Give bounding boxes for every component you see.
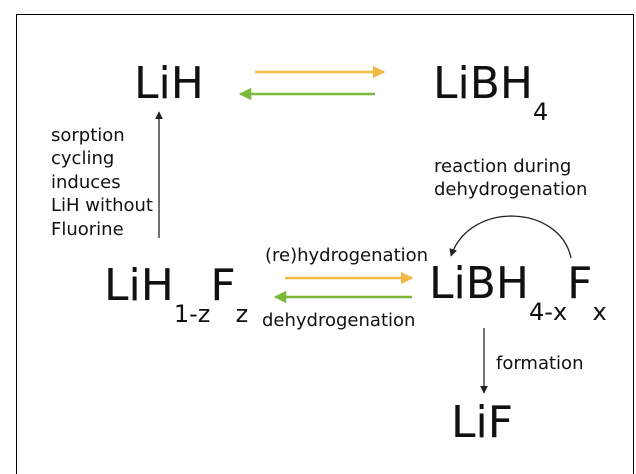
rehydrogenation-label: (re)hydrogenation (265, 245, 429, 266)
species-libh-f: LiBH4-xFx (429, 258, 607, 326)
species-lih: LiH (134, 58, 204, 109)
species-lih-f: LiH1-zFz (104, 260, 249, 328)
sorption-cycling-label: sorption cycling induces LiH without Flu… (51, 125, 153, 240)
figure-frame (16, 14, 634, 474)
formation-label: formation (496, 353, 584, 374)
arrow-layer (155, 65, 572, 394)
reaction-during-label: reaction during dehydrogenation (434, 156, 588, 201)
dehydrogenation-label: dehydrogenation (262, 310, 416, 331)
reaction-curved-arrow (449, 215, 572, 259)
species-lif: LiF (451, 397, 514, 448)
species-libh4: LiBH4 (433, 58, 549, 126)
